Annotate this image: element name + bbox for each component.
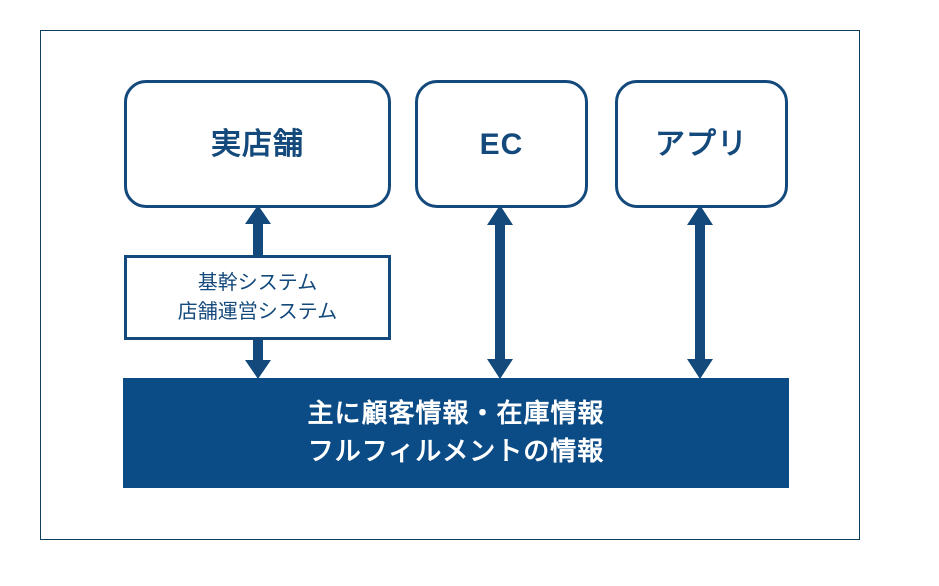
channel-box-ec: EC [415,80,588,208]
system-box-text: 基幹システム 店舗運営システム [178,269,337,327]
channel-box-store: 実店舗 [124,80,391,208]
arrow-up-system-to-store [245,205,271,258]
info-bar-text: 主に顧客情報・在庫情報 フルフィルメントの情報 [307,395,604,470]
channel-label-ec: EC [479,127,524,161]
system-box-line-2: 店舗運営システム [177,300,338,323]
arrow-bidirectional-ec-to-info-bar [487,205,513,379]
channel-label-app: アプリ [655,127,748,161]
info-bar-line-2: フルフィルメントの情報 [307,436,605,466]
system-box: 基幹システム 店舗運営システム [124,255,391,340]
channel-label-store: 実店舗 [211,127,304,161]
info-bar: 主に顧客情報・在庫情報 フルフィルメントの情報 [123,378,789,488]
diagram-outer-frame [40,30,860,540]
arrow-bidirectional-app-to-info-bar [687,205,713,379]
arrow-down-system-to-info-bar [245,338,271,379]
channel-box-app: アプリ [615,80,788,208]
info-bar-line-1: 主に顧客情報・在庫情報 [307,398,605,429]
system-box-line-1: 基幹システム [197,271,318,294]
